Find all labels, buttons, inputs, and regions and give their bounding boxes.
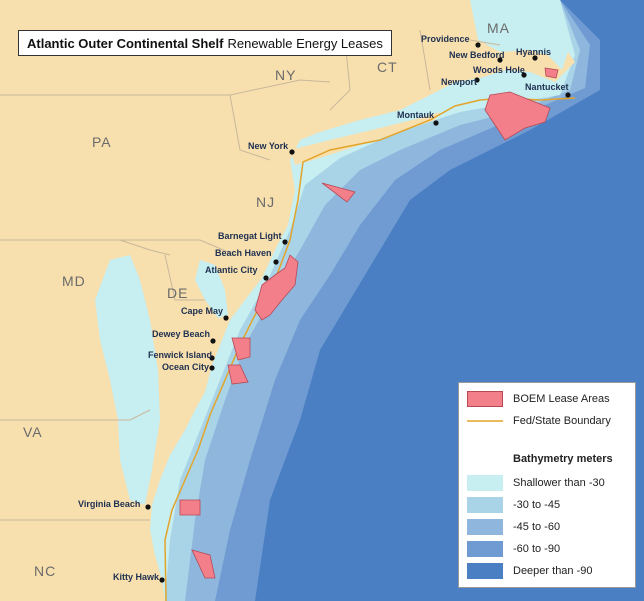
chesapeake-bay bbox=[95, 255, 160, 505]
fed-state-boundary bbox=[164, 97, 576, 601]
city-dot bbox=[565, 92, 571, 98]
lease-area-nantucket bbox=[544, 67, 559, 79]
city-dot bbox=[209, 355, 215, 361]
bathymetry-swatch bbox=[467, 541, 503, 557]
city-label-kitty-hawk: Kitty Hawk bbox=[113, 572, 160, 582]
city-label-newport: Newport bbox=[441, 77, 477, 87]
state-borders bbox=[0, 29, 501, 521]
legend-band-label: Deeper than -90 bbox=[513, 565, 593, 577]
city-label-atlantic-city: Atlantic City bbox=[205, 265, 258, 275]
lease-areas bbox=[179, 67, 559, 579]
legend-band-label: -60 to -90 bbox=[513, 543, 561, 555]
city-dot bbox=[497, 57, 503, 63]
bathymetry-swatch bbox=[467, 475, 503, 491]
city-dots bbox=[145, 42, 571, 583]
delaware-bay bbox=[195, 260, 228, 318]
bathymetry-swatch bbox=[467, 563, 503, 579]
city-dot bbox=[289, 149, 295, 155]
state-label-nc: NC bbox=[34, 563, 56, 579]
city-dot bbox=[282, 239, 288, 245]
city-dot bbox=[159, 577, 165, 583]
city-label-virginia-beach: Virginia Beach bbox=[78, 499, 140, 509]
legend-band-label: -45 to -60 bbox=[513, 521, 561, 533]
city-label-ocean-city: Ocean City bbox=[162, 362, 209, 372]
city-dot bbox=[263, 275, 269, 281]
legend-band-label: Shallower than -30 bbox=[513, 477, 605, 489]
map-title-rest: Renewable Energy Leases bbox=[227, 35, 383, 51]
city-dot bbox=[210, 338, 216, 344]
city-label-nantucket: Nantucket bbox=[525, 82, 569, 92]
lease-area-de bbox=[231, 337, 251, 361]
lease-area-va bbox=[179, 499, 201, 516]
lease-area-ny bbox=[321, 182, 356, 203]
city-label-montauk: Montauk bbox=[397, 110, 435, 120]
city-dot bbox=[475, 42, 481, 48]
lease-area-md bbox=[227, 364, 249, 385]
lease-area-nc bbox=[191, 549, 216, 579]
city-label-barnegat-light: Barnegat Light bbox=[218, 231, 282, 241]
city-label-cape-may: Cape May bbox=[181, 306, 223, 316]
city-dot bbox=[273, 259, 279, 265]
legend-boundary-label: Fed/State Boundary bbox=[513, 415, 611, 427]
city-label-woods-hole: Woods Hole bbox=[473, 65, 525, 75]
legend-band-1: -30 to -45 bbox=[467, 497, 560, 513]
city-dot bbox=[521, 72, 527, 78]
map-title: Atlantic Outer Continental Shelf Renewab… bbox=[18, 30, 392, 56]
city-label-providence: Providence bbox=[421, 34, 470, 44]
city-label-new-bedford: New Bedford bbox=[449, 50, 505, 60]
map-title-bold: Atlantic Outer Continental Shelf bbox=[27, 35, 224, 51]
city-dot bbox=[433, 120, 439, 126]
legend-band-4: Deeper than -90 bbox=[467, 563, 593, 579]
city-label-fenwick-island: Fenwick Island bbox=[148, 350, 212, 360]
map-legend: BOEM Lease Areas Fed/State Boundary Bath… bbox=[458, 382, 636, 588]
bathymetry-swatch bbox=[467, 497, 503, 513]
legend-band-0: Shallower than -30 bbox=[467, 475, 605, 491]
city-label-new-york: New York bbox=[248, 141, 289, 151]
legend-band-2: -45 to -60 bbox=[467, 519, 560, 535]
city-label-hyannis: Hyannis bbox=[516, 47, 551, 57]
legend-lease-label: BOEM Lease Areas bbox=[513, 393, 610, 405]
boundary-swatch bbox=[467, 420, 503, 422]
lease-area-ma-ri bbox=[484, 91, 551, 141]
state-label-ct: CT bbox=[377, 59, 398, 75]
state-label-nj: NJ bbox=[256, 194, 275, 210]
city-label-beach-haven: Beach Haven bbox=[215, 248, 272, 258]
state-label-de: DE bbox=[167, 285, 188, 301]
legend-bathymetry-heading: Bathymetry meters bbox=[513, 453, 613, 465]
legend-band-3: -60 to -90 bbox=[467, 541, 560, 557]
lease-area-nj bbox=[254, 254, 299, 321]
state-label-ma: MA bbox=[487, 20, 510, 36]
city-dot bbox=[223, 315, 229, 321]
state-label-va: VA bbox=[23, 424, 43, 440]
city-dot bbox=[209, 365, 215, 371]
legend-item-lease: BOEM Lease Areas bbox=[467, 391, 610, 407]
city-dot bbox=[145, 504, 151, 510]
city-dot bbox=[532, 55, 538, 61]
lease-swatch bbox=[467, 391, 503, 407]
state-label-md: MD bbox=[62, 273, 86, 289]
legend-item-boundary: Fed/State Boundary bbox=[467, 413, 611, 429]
city-label-dewey-beach: Dewey Beach bbox=[152, 329, 210, 339]
legend-band-label: -30 to -45 bbox=[513, 499, 561, 511]
city-dot bbox=[474, 77, 480, 83]
state-label-pa: PA bbox=[92, 134, 112, 150]
bathymetry-swatch bbox=[467, 519, 503, 535]
state-label-ny: NY bbox=[275, 67, 296, 83]
